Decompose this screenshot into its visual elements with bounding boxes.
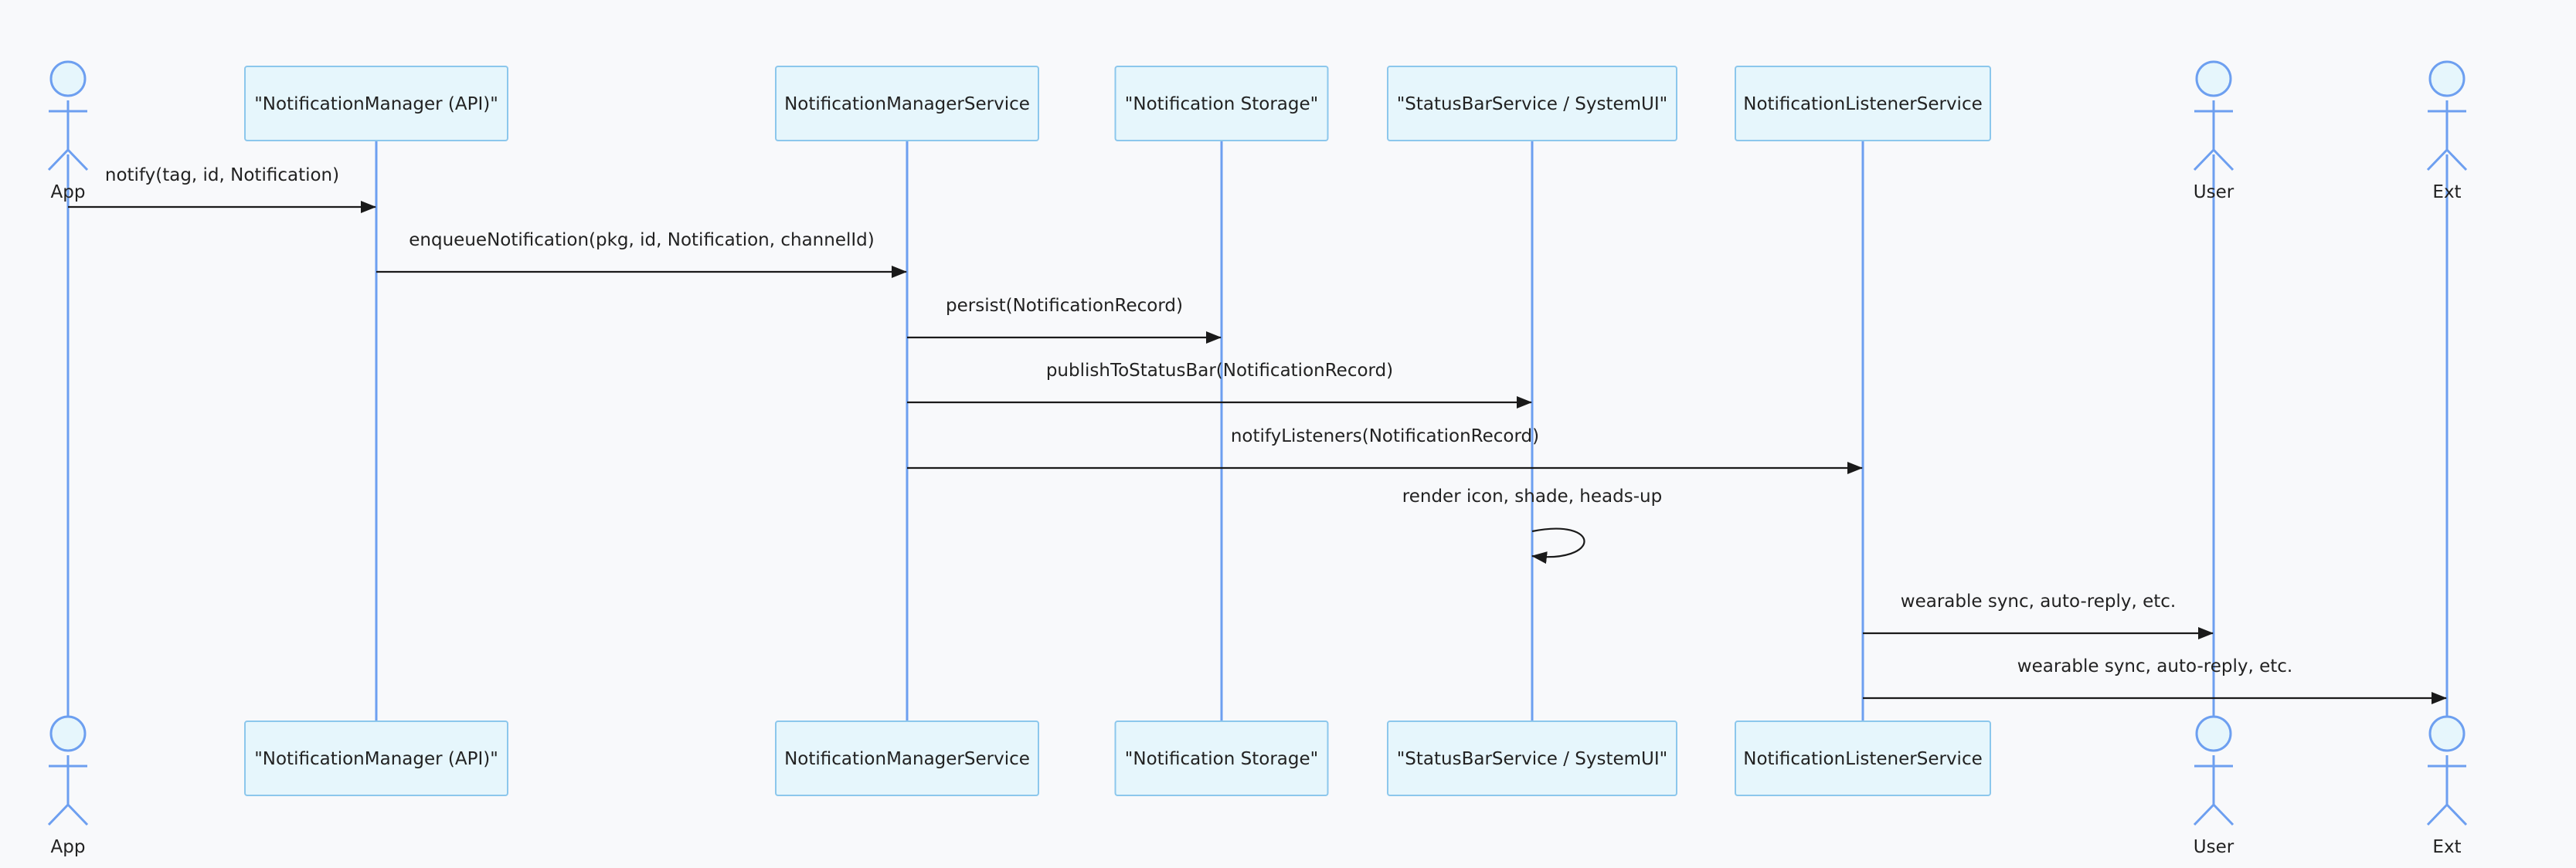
message-label: render icon, shade, heads-up <box>1402 487 1662 507</box>
message-label: notify(tag, id, Notification) <box>105 165 339 185</box>
actor-figure-icon <box>47 60 89 171</box>
message-label: persist(NotificationRecord) <box>946 296 1183 316</box>
message-8: wearable sync, auto-reply, etc. <box>1863 656 2447 704</box>
actor-figure-icon <box>2426 60 2468 171</box>
participant-box <box>1735 66 1991 141</box>
actor-label: Ext <box>2432 182 2461 202</box>
participant-nms-bottom: NotificationManagerService <box>775 721 1039 796</box>
participant-box <box>244 721 508 796</box>
participant-label: "NotificationManager (API)" <box>254 749 498 769</box>
participant-nls-bottom: NotificationListenerService <box>1735 721 1991 796</box>
participant-label: NotificationManagerService <box>784 94 1030 114</box>
message-label: wearable sync, auto-reply, etc. <box>2017 656 2292 676</box>
participant-box <box>1114 66 1329 141</box>
participant-storage-bottom: "Notification Storage" <box>1114 721 1329 796</box>
participant-box <box>1387 66 1677 141</box>
participant-box <box>1735 721 1991 796</box>
participant-label: "StatusBarService / SystemUI" <box>1397 749 1668 769</box>
participant-ext-top: Ext <box>2426 60 2468 202</box>
message-1: notify(tag, id, Notification) <box>68 165 376 213</box>
actor-label: User <box>2194 182 2234 202</box>
participant-statusbar-top: "StatusBarService / SystemUI" <box>1387 66 1677 141</box>
participant-label: NotificationListenerService <box>1743 94 1983 114</box>
participant-ext-bottom: Ext <box>2426 715 2468 857</box>
participant-app-top: App <box>47 60 89 202</box>
participant-box <box>1387 721 1677 796</box>
participant-statusbar-bottom: "StatusBarService / SystemUI" <box>1387 721 1677 796</box>
actor-label: App <box>51 837 86 857</box>
participant-box <box>1114 721 1329 796</box>
participant-label: "StatusBarService / SystemUI" <box>1397 94 1668 114</box>
participant-nls-top: NotificationListenerService <box>1735 66 1991 141</box>
actor-label: App <box>51 182 86 202</box>
participant-box <box>775 66 1039 141</box>
self-message-arrow <box>1531 527 1585 565</box>
participant-app-bottom: App <box>47 715 89 857</box>
message-3: persist(NotificationRecord) <box>907 296 1222 344</box>
participant-api-top: "NotificationManager (API)" <box>244 66 508 141</box>
message-label: notifyListeners(NotificationRecord) <box>1231 426 1539 446</box>
message-label: publishToStatusBar(NotificationRecord) <box>1046 361 1393 381</box>
participant-user-bottom: User <box>2193 715 2234 857</box>
message-6: render icon, shade, heads-up <box>1402 487 1662 565</box>
actor-label: User <box>2194 837 2234 857</box>
participant-user-top: User <box>2193 60 2234 202</box>
message-label: enqueueNotification(pkg, id, Notificatio… <box>409 230 874 250</box>
message-2: enqueueNotification(pkg, id, Notificatio… <box>376 230 907 278</box>
participant-box <box>244 66 508 141</box>
participant-api-bottom: "NotificationManager (API)" <box>244 721 508 796</box>
actor-figure-icon <box>2426 715 2468 826</box>
participant-nms-top: NotificationManagerService <box>775 66 1039 141</box>
participant-storage-top: "Notification Storage" <box>1114 66 1329 141</box>
participant-label: "Notification Storage" <box>1125 94 1318 114</box>
message-7: wearable sync, auto-reply, etc. <box>1863 592 2214 639</box>
message-5: notifyListeners(NotificationRecord) <box>907 426 1863 474</box>
actor-label: Ext <box>2432 837 2461 857</box>
participant-label: NotificationListenerService <box>1743 749 1983 769</box>
actor-figure-icon <box>2193 60 2234 171</box>
message-4: publishToStatusBar(NotificationRecord) <box>907 361 1532 409</box>
message-label: wearable sync, auto-reply, etc. <box>1901 592 2176 612</box>
participant-label: "NotificationManager (API)" <box>254 94 498 114</box>
actor-figure-icon <box>47 715 89 826</box>
actor-figure-icon <box>2193 715 2234 826</box>
participant-box <box>775 721 1039 796</box>
participant-label: "Notification Storage" <box>1125 749 1318 769</box>
participant-label: NotificationManagerService <box>784 749 1030 769</box>
